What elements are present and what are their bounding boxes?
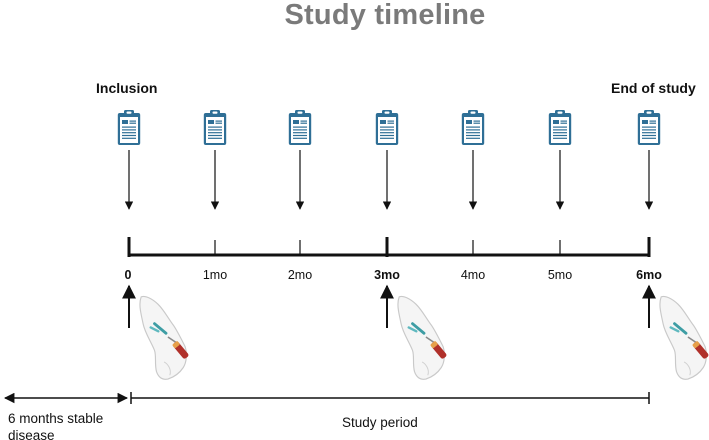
clipboard-icon (288, 110, 312, 145)
tick-label: 0 (124, 268, 132, 282)
study-period-label: Study period (342, 415, 418, 430)
tick-label: 3mo (374, 268, 400, 282)
clipboard-icon (548, 110, 572, 145)
page-title: Study timeline (284, 0, 486, 31)
clipboard-icon (461, 110, 485, 145)
tick-label: 1mo (202, 268, 228, 282)
tick-label: 6mo (636, 268, 662, 282)
clipboard-icon (375, 110, 399, 145)
tick-label: 5mo (547, 268, 573, 282)
blood-draw-icon (658, 295, 709, 381)
blood-draw-icon (396, 295, 449, 381)
milestone-end-of-study: End of study (611, 80, 696, 96)
clipboard-icon (203, 110, 227, 145)
tick-label: 2mo (287, 268, 313, 282)
pre-study-period-label: 6 months stable disease (8, 411, 104, 440)
clipboard-icon (117, 110, 141, 145)
tick-label: 4mo (460, 268, 486, 282)
blood-draw-icon (138, 295, 191, 381)
clipboard-icon (637, 110, 661, 145)
milestone-inclusion: Inclusion (96, 80, 158, 96)
